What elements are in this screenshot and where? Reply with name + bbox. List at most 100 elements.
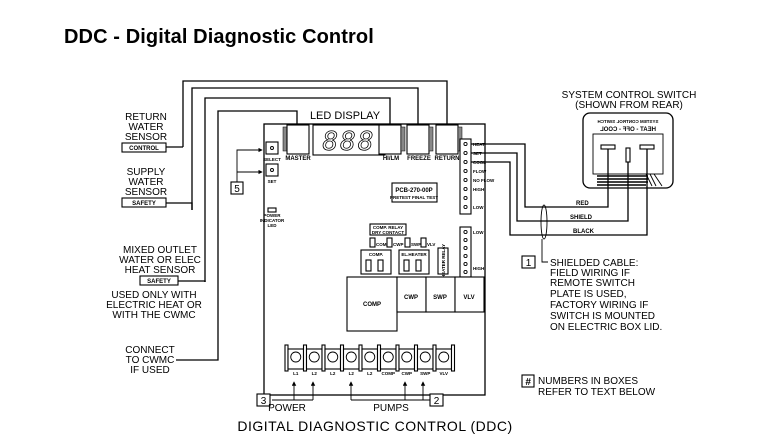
svg-text:CWP: CWP bbox=[404, 295, 418, 301]
sensor-supply: SUPPLY WATER SENSOR SAFETY bbox=[121, 167, 193, 210]
svg-text:#: # bbox=[525, 377, 531, 388]
terminal-label: SWP bbox=[420, 371, 430, 376]
svg-text:HEATER RELAY: HEATER RELAY bbox=[441, 244, 446, 278]
svg-text:PCB-270-00P: PCB-270-00P bbox=[395, 188, 432, 194]
svg-text:COMP.: COMP. bbox=[369, 252, 383, 257]
svg-text:SWP: SWP bbox=[411, 242, 421, 247]
terminal-screw: VLV bbox=[432, 344, 453, 376]
terminal-strip-thermostat: HEAT SET COOL FLOW NO FLOW HIGH LOW bbox=[459, 138, 495, 215]
legend: # NUMBERS IN BOXES REFER TO TEXT BELOW bbox=[521, 374, 656, 398]
terminal-screw: L2 bbox=[321, 344, 342, 376]
sensor-tag-safety: SAFETY bbox=[132, 201, 156, 207]
svg-text:ELECTRIC HEAT OR: ELECTRIC HEAT OR bbox=[106, 300, 202, 311]
terminal-screw: SWP bbox=[413, 344, 434, 376]
sensor-wires bbox=[182, 80, 448, 356]
master-button[interactable]: MASTER bbox=[282, 124, 311, 162]
svg-text:HEAT - OFF - COOL: HEAT - OFF - COOL bbox=[600, 127, 656, 133]
svg-text:SWP: SWP bbox=[433, 295, 447, 301]
terminal-screw: CWP bbox=[395, 344, 416, 376]
svg-text:COMP: COMP bbox=[363, 302, 381, 308]
relay-cwp: CWP bbox=[396, 276, 427, 313]
svg-text:VLV: VLV bbox=[427, 242, 435, 247]
wire-red-label: RED bbox=[576, 201, 589, 207]
wire-return-sensor bbox=[182, 80, 448, 147]
terminal-label: L2 bbox=[330, 371, 336, 376]
return-button[interactable]: RETURN bbox=[435, 124, 463, 162]
system-control-switch: SYSTEM CONTROL SWITCH (SHOWN FROM REAR) … bbox=[562, 90, 697, 189]
relay-comp: COMP bbox=[346, 276, 398, 332]
svg-text:SHIELDED CABLE:: SHIELDED CABLE: bbox=[550, 258, 638, 269]
ddc-board bbox=[263, 123, 486, 396]
sensor-mixed: MIXED OUTLET WATER OR ELEC HEAT SENSOR S… bbox=[106, 245, 206, 321]
svg-text:SYSTEM CONTROL SWITCH: SYSTEM CONTROL SWITCH bbox=[562, 90, 697, 101]
svg-text:SENSOR: SENSOR bbox=[125, 187, 167, 198]
svg-text:CWP: CWP bbox=[393, 242, 404, 247]
callout-1-shielded-cable: 1 SHIELDED CABLE: FIELD WIRING IF REMOTE… bbox=[521, 255, 662, 333]
svg-text:888: 888 bbox=[323, 127, 376, 157]
svg-text:HI/LM: HI/LM bbox=[383, 156, 399, 162]
svg-text:RETURN: RETURN bbox=[125, 112, 167, 123]
svg-text:HIGH: HIGH bbox=[473, 187, 484, 192]
svg-text:SENSOR: SENSOR bbox=[125, 132, 167, 143]
svg-text:MIXED OUTLET: MIXED OUTLET bbox=[123, 245, 197, 256]
cwmc-note: CONNECT TO CWMC IF USED bbox=[125, 345, 219, 376]
terminal-screw: COMP bbox=[376, 344, 397, 376]
heater-relay-dry-contact: HEATER RELAY bbox=[437, 244, 449, 278]
svg-text:5: 5 bbox=[234, 184, 240, 195]
wire-supply-sensor bbox=[191, 87, 419, 210]
terminal-label: L2 bbox=[367, 371, 373, 376]
svg-text:PUMPS: PUMPS bbox=[373, 403, 409, 414]
hilm-button[interactable]: HI/LM bbox=[378, 124, 406, 162]
svg-text:1: 1 bbox=[526, 258, 532, 269]
svg-text:EL.HEATER: EL.HEATER bbox=[401, 252, 427, 257]
svg-text:VLV: VLV bbox=[463, 295, 474, 301]
svg-text:COMP: COMP bbox=[376, 242, 390, 247]
svg-text:WITH THE CWMC: WITH THE CWMC bbox=[112, 310, 195, 321]
led-display: 888 bbox=[312, 124, 386, 157]
switch-wires: RED SHIELD BLACK bbox=[471, 143, 648, 263]
select-button[interactable]: SELECT bbox=[263, 141, 281, 162]
wire-cwmc bbox=[217, 110, 298, 356]
svg-text:IF USED: IF USED bbox=[130, 365, 169, 376]
relay-indicators: COMP CWP SWP VLV bbox=[369, 237, 435, 248]
comp-group: COMP. bbox=[360, 249, 392, 275]
svg-text:FIELD WIRING IF: FIELD WIRING IF bbox=[550, 268, 630, 279]
svg-text:MASTER: MASTER bbox=[285, 156, 311, 162]
pumps-callout: 2 PUMPS bbox=[348, 381, 444, 414]
svg-text:SELECT: SELECT bbox=[263, 157, 281, 162]
svg-text:SWITCH IS MOUNTED: SWITCH IS MOUNTED bbox=[550, 311, 655, 322]
svg-text:USED ONLY WITH: USED ONLY WITH bbox=[111, 290, 196, 301]
terminal-strip-pressure: LOW HIGH bbox=[459, 226, 484, 278]
elheater-group: EL.HEATER bbox=[398, 249, 430, 275]
svg-text:INDICATOR: INDICATOR bbox=[260, 218, 285, 223]
svg-text:RETURN: RETURN bbox=[435, 156, 460, 162]
pcb-label: PCB-270-00P PRETEST FINAL TEST bbox=[390, 182, 438, 203]
svg-text:ON ELECTRIC BOX LID.: ON ELECTRIC BOX LID. bbox=[550, 322, 662, 333]
svg-text:REMOTE SWITCH: REMOTE SWITCH bbox=[550, 278, 635, 289]
svg-text:SET: SET bbox=[268, 179, 277, 184]
svg-text:TO CWMC: TO CWMC bbox=[126, 355, 175, 366]
svg-text:PRETEST FINAL TEST: PRETEST FINAL TEST bbox=[390, 195, 438, 200]
terminal-label: VLV bbox=[440, 371, 448, 376]
svg-text:POWER: POWER bbox=[268, 403, 306, 414]
relay-swp: SWP bbox=[425, 276, 456, 313]
set-button[interactable]: SET bbox=[265, 163, 279, 184]
svg-text:3: 3 bbox=[261, 396, 267, 407]
svg-text:SAFETY: SAFETY bbox=[147, 279, 171, 285]
svg-text:REFER TO TEXT BELOW: REFER TO TEXT BELOW bbox=[538, 387, 656, 398]
terminal-label: L1 bbox=[293, 371, 299, 376]
freeze-button[interactable]: FREEZE bbox=[406, 124, 434, 162]
diagram-caption: DIGITAL DIAGNOSTIC CONTROL (DDC) bbox=[237, 418, 512, 434]
svg-text:WATER: WATER bbox=[129, 177, 164, 188]
led-display-label: LED DISPLAY bbox=[310, 110, 381, 122]
svg-text:LOW: LOW bbox=[473, 230, 484, 235]
terminal-label: L2 bbox=[312, 371, 318, 376]
sensor-tag-control: CONTROL bbox=[129, 146, 159, 152]
comp-relay-dry-contact: COMP. RELAY DRY CONTACT bbox=[369, 223, 407, 236]
svg-text:LED: LED bbox=[268, 223, 278, 228]
svg-text:2: 2 bbox=[434, 396, 440, 407]
page-title: DDC - Digital Diagnostic Control bbox=[64, 26, 374, 48]
wire-mixed-sensor bbox=[204, 97, 391, 282]
